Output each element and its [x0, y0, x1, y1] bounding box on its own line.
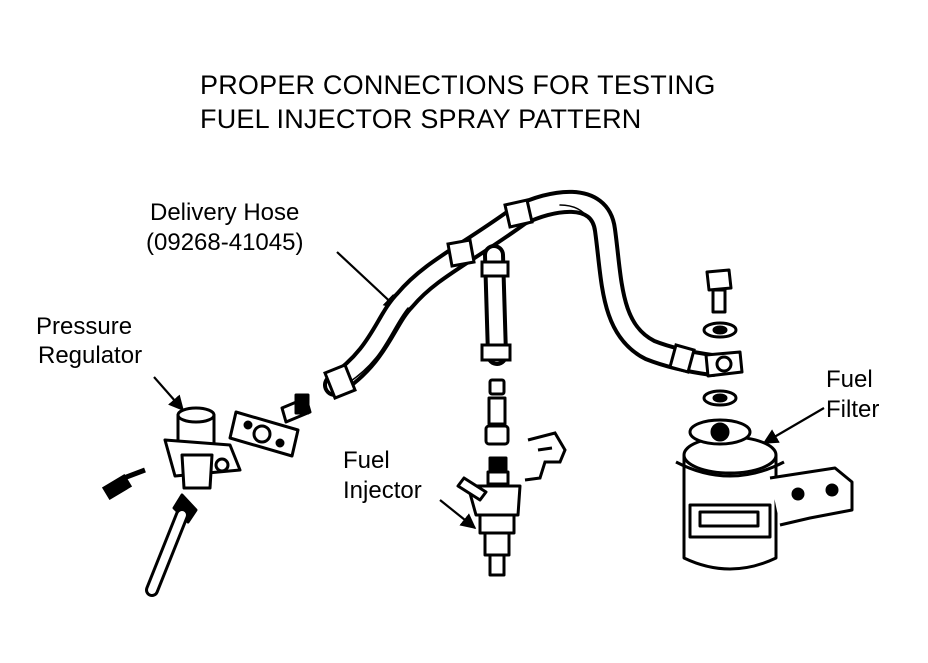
union-bolt: [702, 268, 744, 407]
regulator-line: [145, 508, 189, 597]
arrow-fuel-injector: [439, 499, 477, 529]
regulator-bolt: [101, 467, 146, 501]
pressure-regulator: [163, 406, 242, 524]
fuel-injector: [456, 378, 522, 577]
arrow-delivery-hose: [336, 251, 400, 311]
delivery-hose: [323, 189, 724, 397]
injector-clip: [524, 431, 567, 482]
arrow-pressure-regulator: [153, 376, 185, 412]
fuel-filter: [675, 418, 854, 571]
hose-clamps: [323, 198, 696, 400]
diagram-title-line-1: PROPER CONNECTIONS FOR TESTING: [200, 70, 716, 100]
adapter-plate: [228, 393, 312, 458]
arrow-fuel-filter: [762, 407, 825, 444]
diagram-title-line-2: FUEL INJECTOR SPRAY PATTERN: [200, 104, 642, 134]
